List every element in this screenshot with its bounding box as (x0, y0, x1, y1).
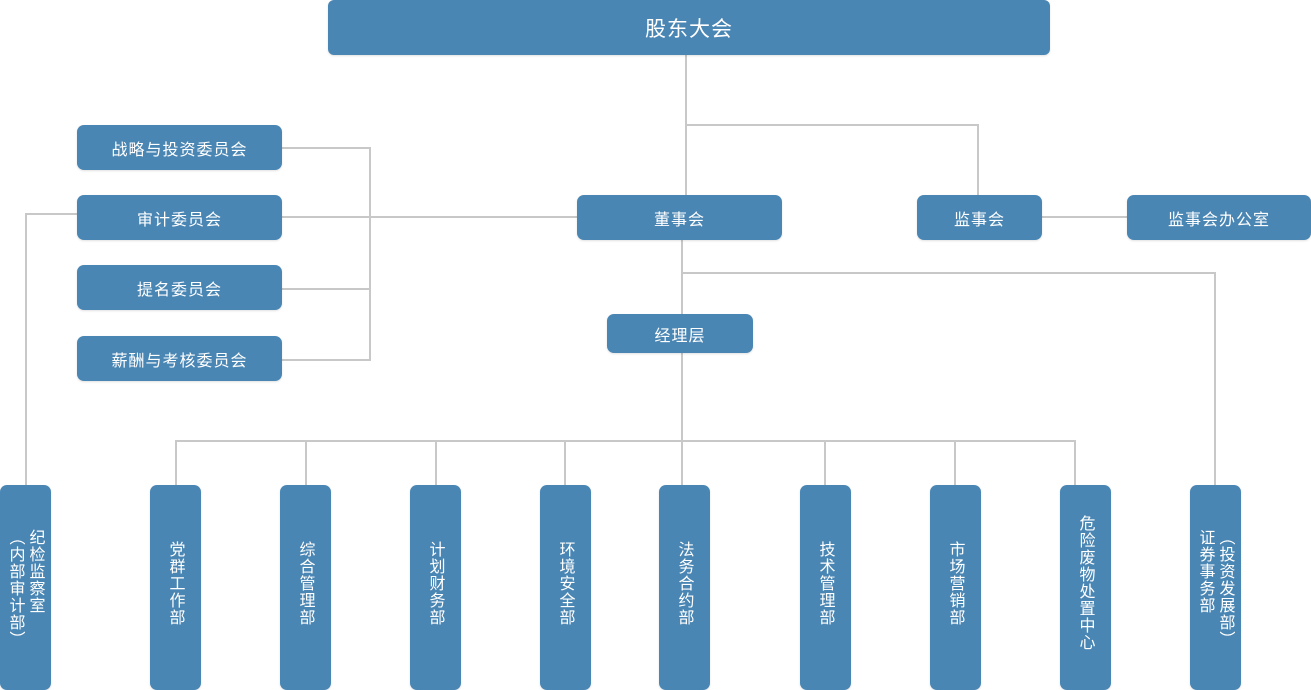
hazardous-waste-center-box: 危险废物处置中心 (1060, 485, 1111, 690)
party-affairs-dept-box: 党群工作部 (150, 485, 201, 690)
discipline-inspection-dept-box: 纪检监察室 （内部审计部） (0, 485, 51, 690)
shareholders-meeting-box: 股东大会 (328, 0, 1050, 55)
technology-management-dept-box: 技术管理部 (800, 485, 851, 690)
technology-management-dept-label: 技术管理部 (816, 541, 836, 626)
general-management-dept-box: 综合管理部 (280, 485, 331, 690)
strategy-committee-box: 战略与投资委员会 (77, 125, 282, 170)
hazardous-waste-center-label: 危险废物处置中心 (1076, 515, 1096, 651)
legal-contract-dept-box: 法务合约部 (659, 485, 710, 690)
internal-audit-dept-label: （内部审计部） (6, 529, 26, 648)
general-management-dept-label: 综合管理部 (296, 541, 316, 626)
board-of-directors-label: 董事会 (653, 209, 705, 229)
management-box: 经理层 (607, 314, 753, 353)
shareholders-meeting-label: 股东大会 (645, 16, 733, 41)
discipline-inspection-dept-label: 纪检监察室 (26, 529, 46, 614)
remuneration-committee-box: 薪酬与考核委员会 (77, 336, 282, 381)
securities-affairs-dept-box: （投资发展部） 证券事务部 (1190, 485, 1241, 690)
strategy-committee-label: 战略与投资委员会 (111, 139, 248, 159)
supervisory-board-label: 监事会 (953, 209, 1005, 229)
supervisory-office-label: 监事会办公室 (1167, 209, 1270, 229)
audit-committee-label: 审计委员会 (136, 209, 222, 229)
planning-finance-dept-label: 计划财务部 (426, 541, 446, 626)
marketing-dept-label: 市场营销部 (946, 541, 966, 626)
investment-development-dept-label: （投资发展部） (1216, 529, 1236, 648)
supervisory-office-box: 监事会办公室 (1127, 195, 1311, 240)
marketing-dept-box: 市场营销部 (930, 485, 981, 690)
party-affairs-dept-label: 党群工作部 (166, 541, 186, 626)
securities-affairs-dept-label: 证券事务部 (1196, 529, 1216, 614)
audit-committee-box: 审计委员会 (77, 195, 282, 240)
remuneration-committee-label: 薪酬与考核委员会 (111, 350, 248, 370)
management-label: 经理层 (654, 325, 706, 345)
planning-finance-dept-box: 计划财务部 (410, 485, 461, 690)
board-of-directors-box: 董事会 (577, 195, 782, 240)
environment-safety-dept-box: 环境安全部 (540, 485, 591, 690)
legal-contract-dept-label: 法务合约部 (675, 541, 695, 626)
supervisory-board-box: 监事会 (917, 195, 1042, 240)
nomination-committee-box: 提名委员会 (77, 265, 282, 310)
environment-safety-dept-label: 环境安全部 (556, 541, 576, 626)
nomination-committee-label: 提名委员会 (136, 279, 222, 299)
